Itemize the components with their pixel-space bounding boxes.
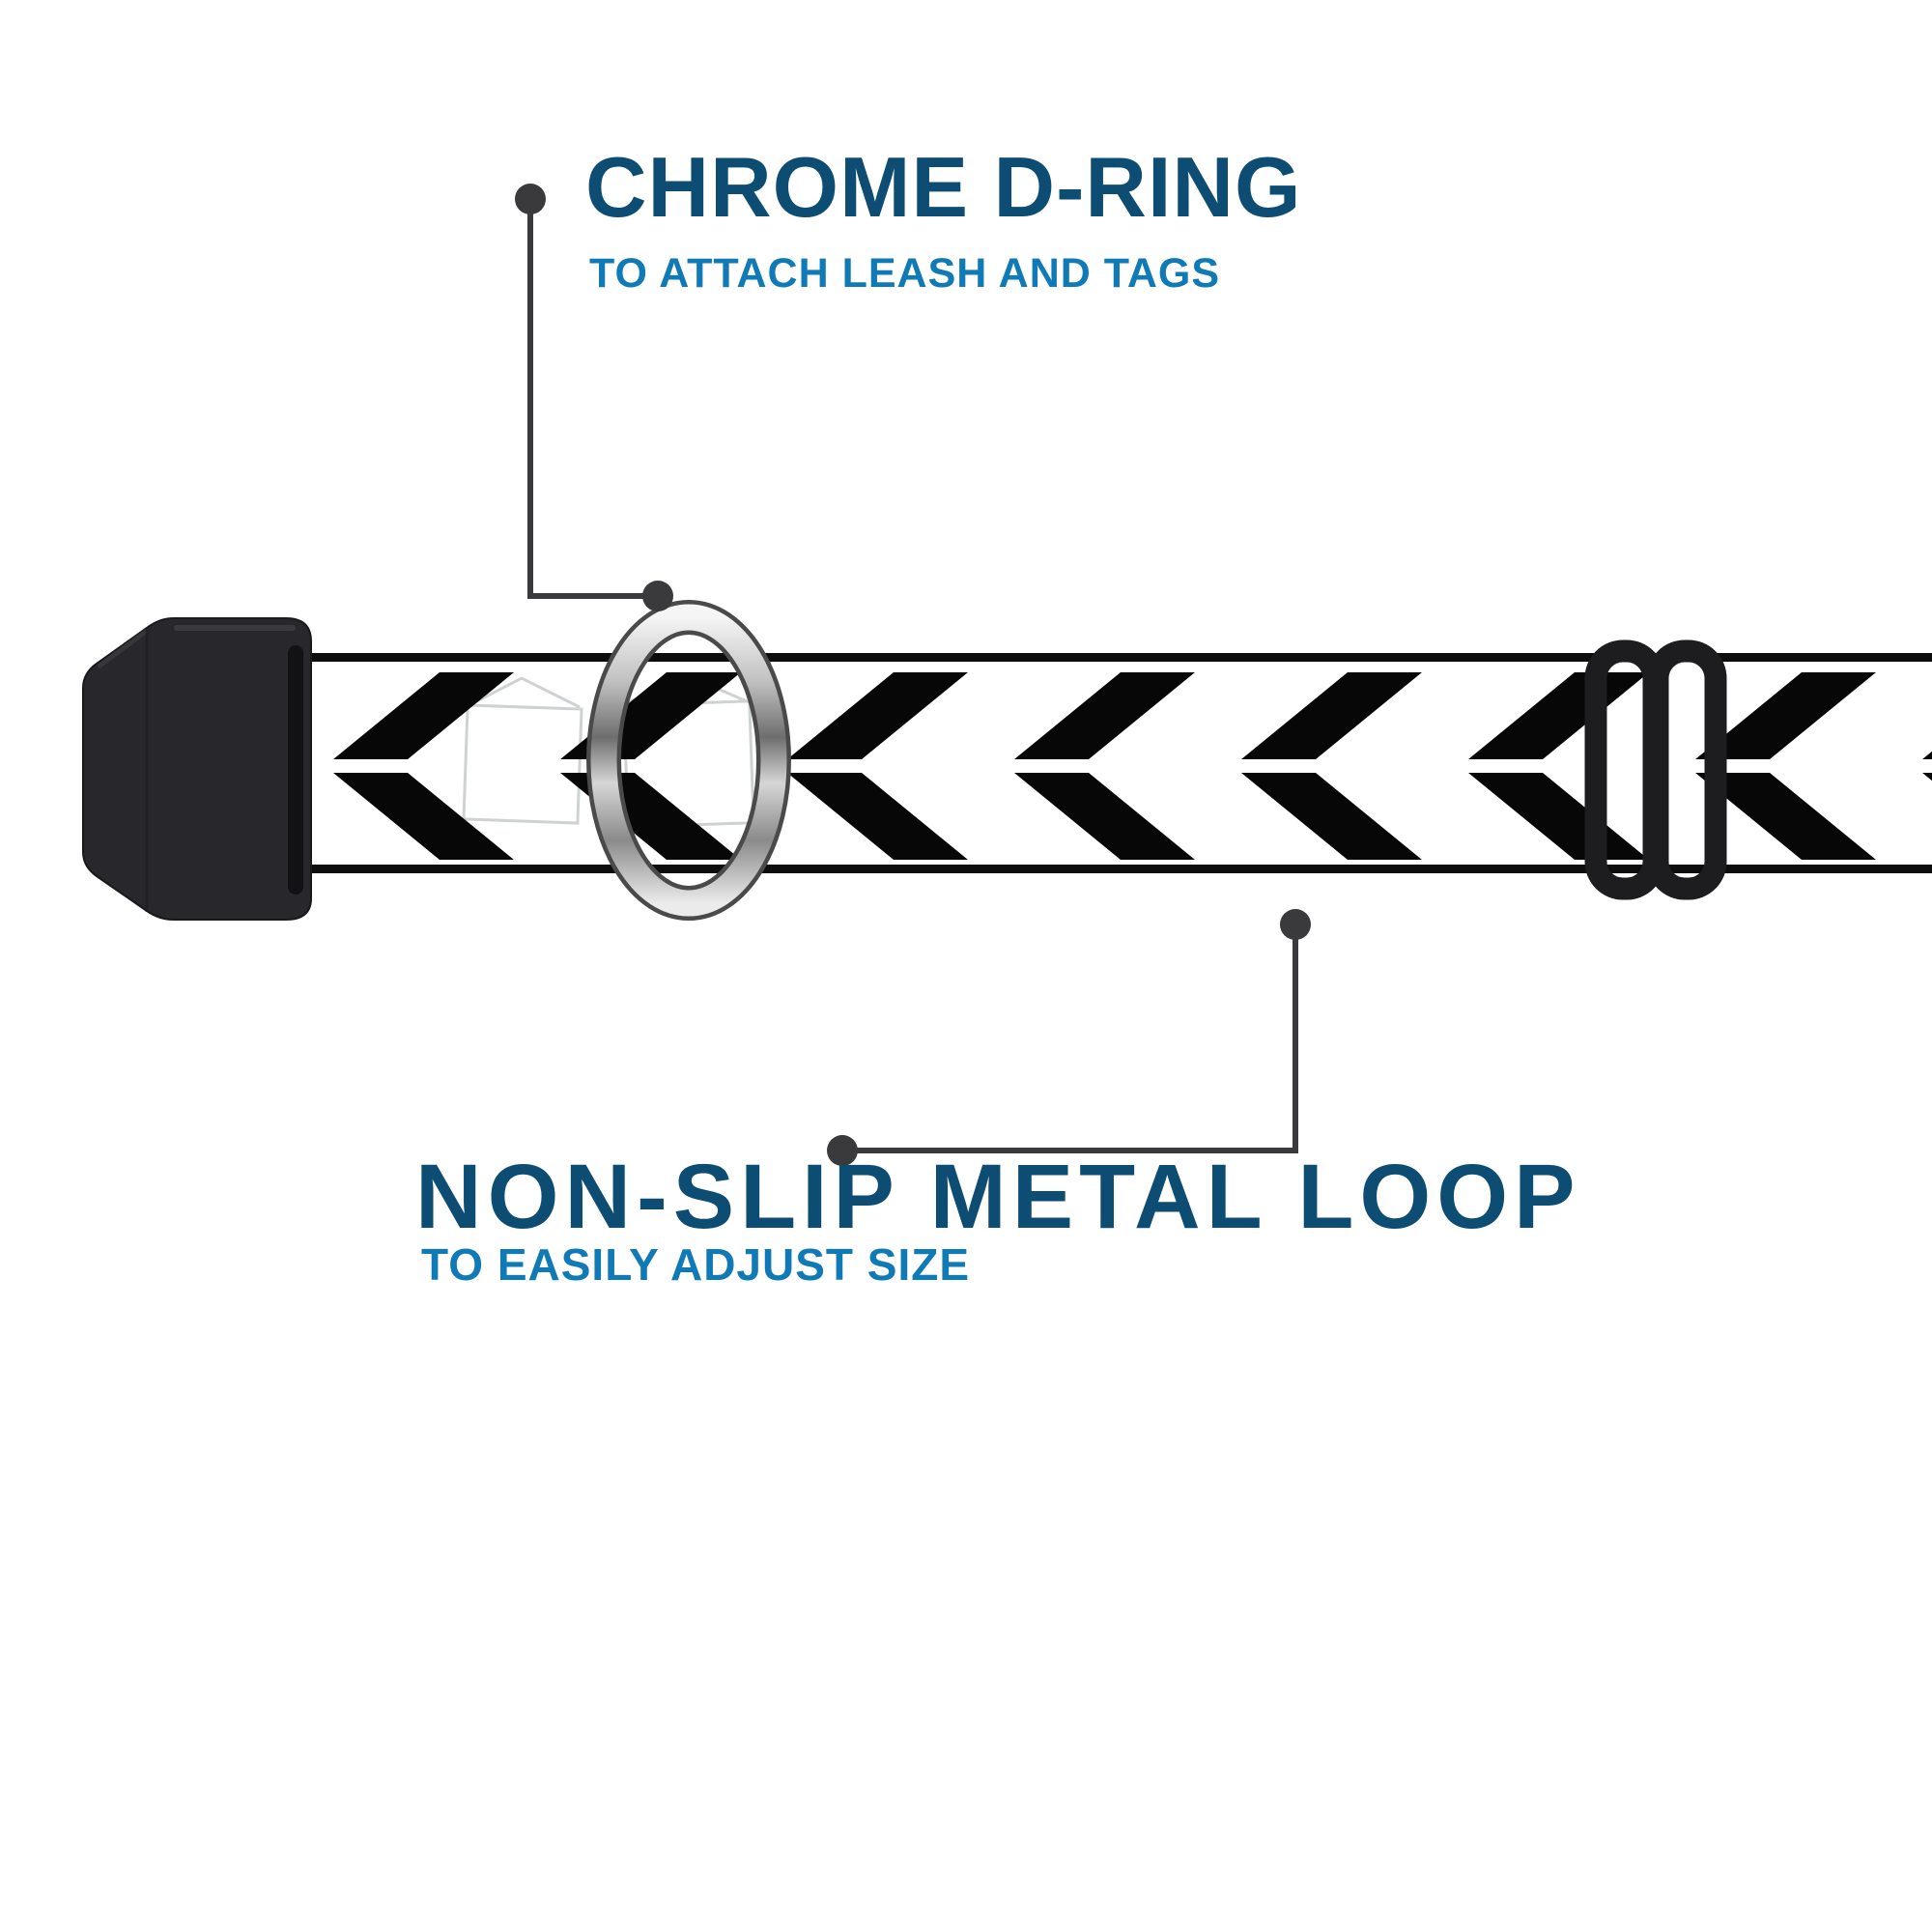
chrome-d-ring [586, 600, 791, 921]
chevron-print [299, 663, 1932, 866]
buckle-bevel-highlight [97, 628, 149, 669]
leader-dot-top-end [642, 581, 673, 611]
d-ring-chrome [590, 604, 787, 917]
callout-leaders [515, 184, 1311, 1166]
buckle-body [82, 617, 312, 921]
strap-top-edge [290, 653, 1932, 662]
buckle-strap-slot [288, 645, 303, 895]
leader-dot-bottom-start [1280, 909, 1311, 940]
callout-title-chrome-d-ring: CHROME D-RING [585, 139, 1302, 235]
leader-dot-bottom-end [827, 1135, 858, 1166]
slide-loop-right [1646, 639, 1727, 900]
callout-title-metal-loop: NON-SLIP METAL LOOP [415, 1146, 1581, 1248]
strap-bottom-edge [290, 865, 1932, 873]
callout-subtitle-chrome-d-ring: TO ATTACH LEASH AND TAGS [589, 250, 1221, 297]
leader-line-bottom [842, 924, 1298, 1153]
leader-dot-top-start [515, 184, 546, 214]
metal-slide-loop [1584, 639, 1727, 900]
leader-line-top [527, 199, 658, 599]
callout-subtitle-metal-loop: TO EASILY ADJUST SIZE [421, 1239, 971, 1290]
patterned-strap [290, 653, 1932, 873]
buckle-top-highlight [174, 625, 296, 631]
plastic-buckle [82, 617, 312, 921]
